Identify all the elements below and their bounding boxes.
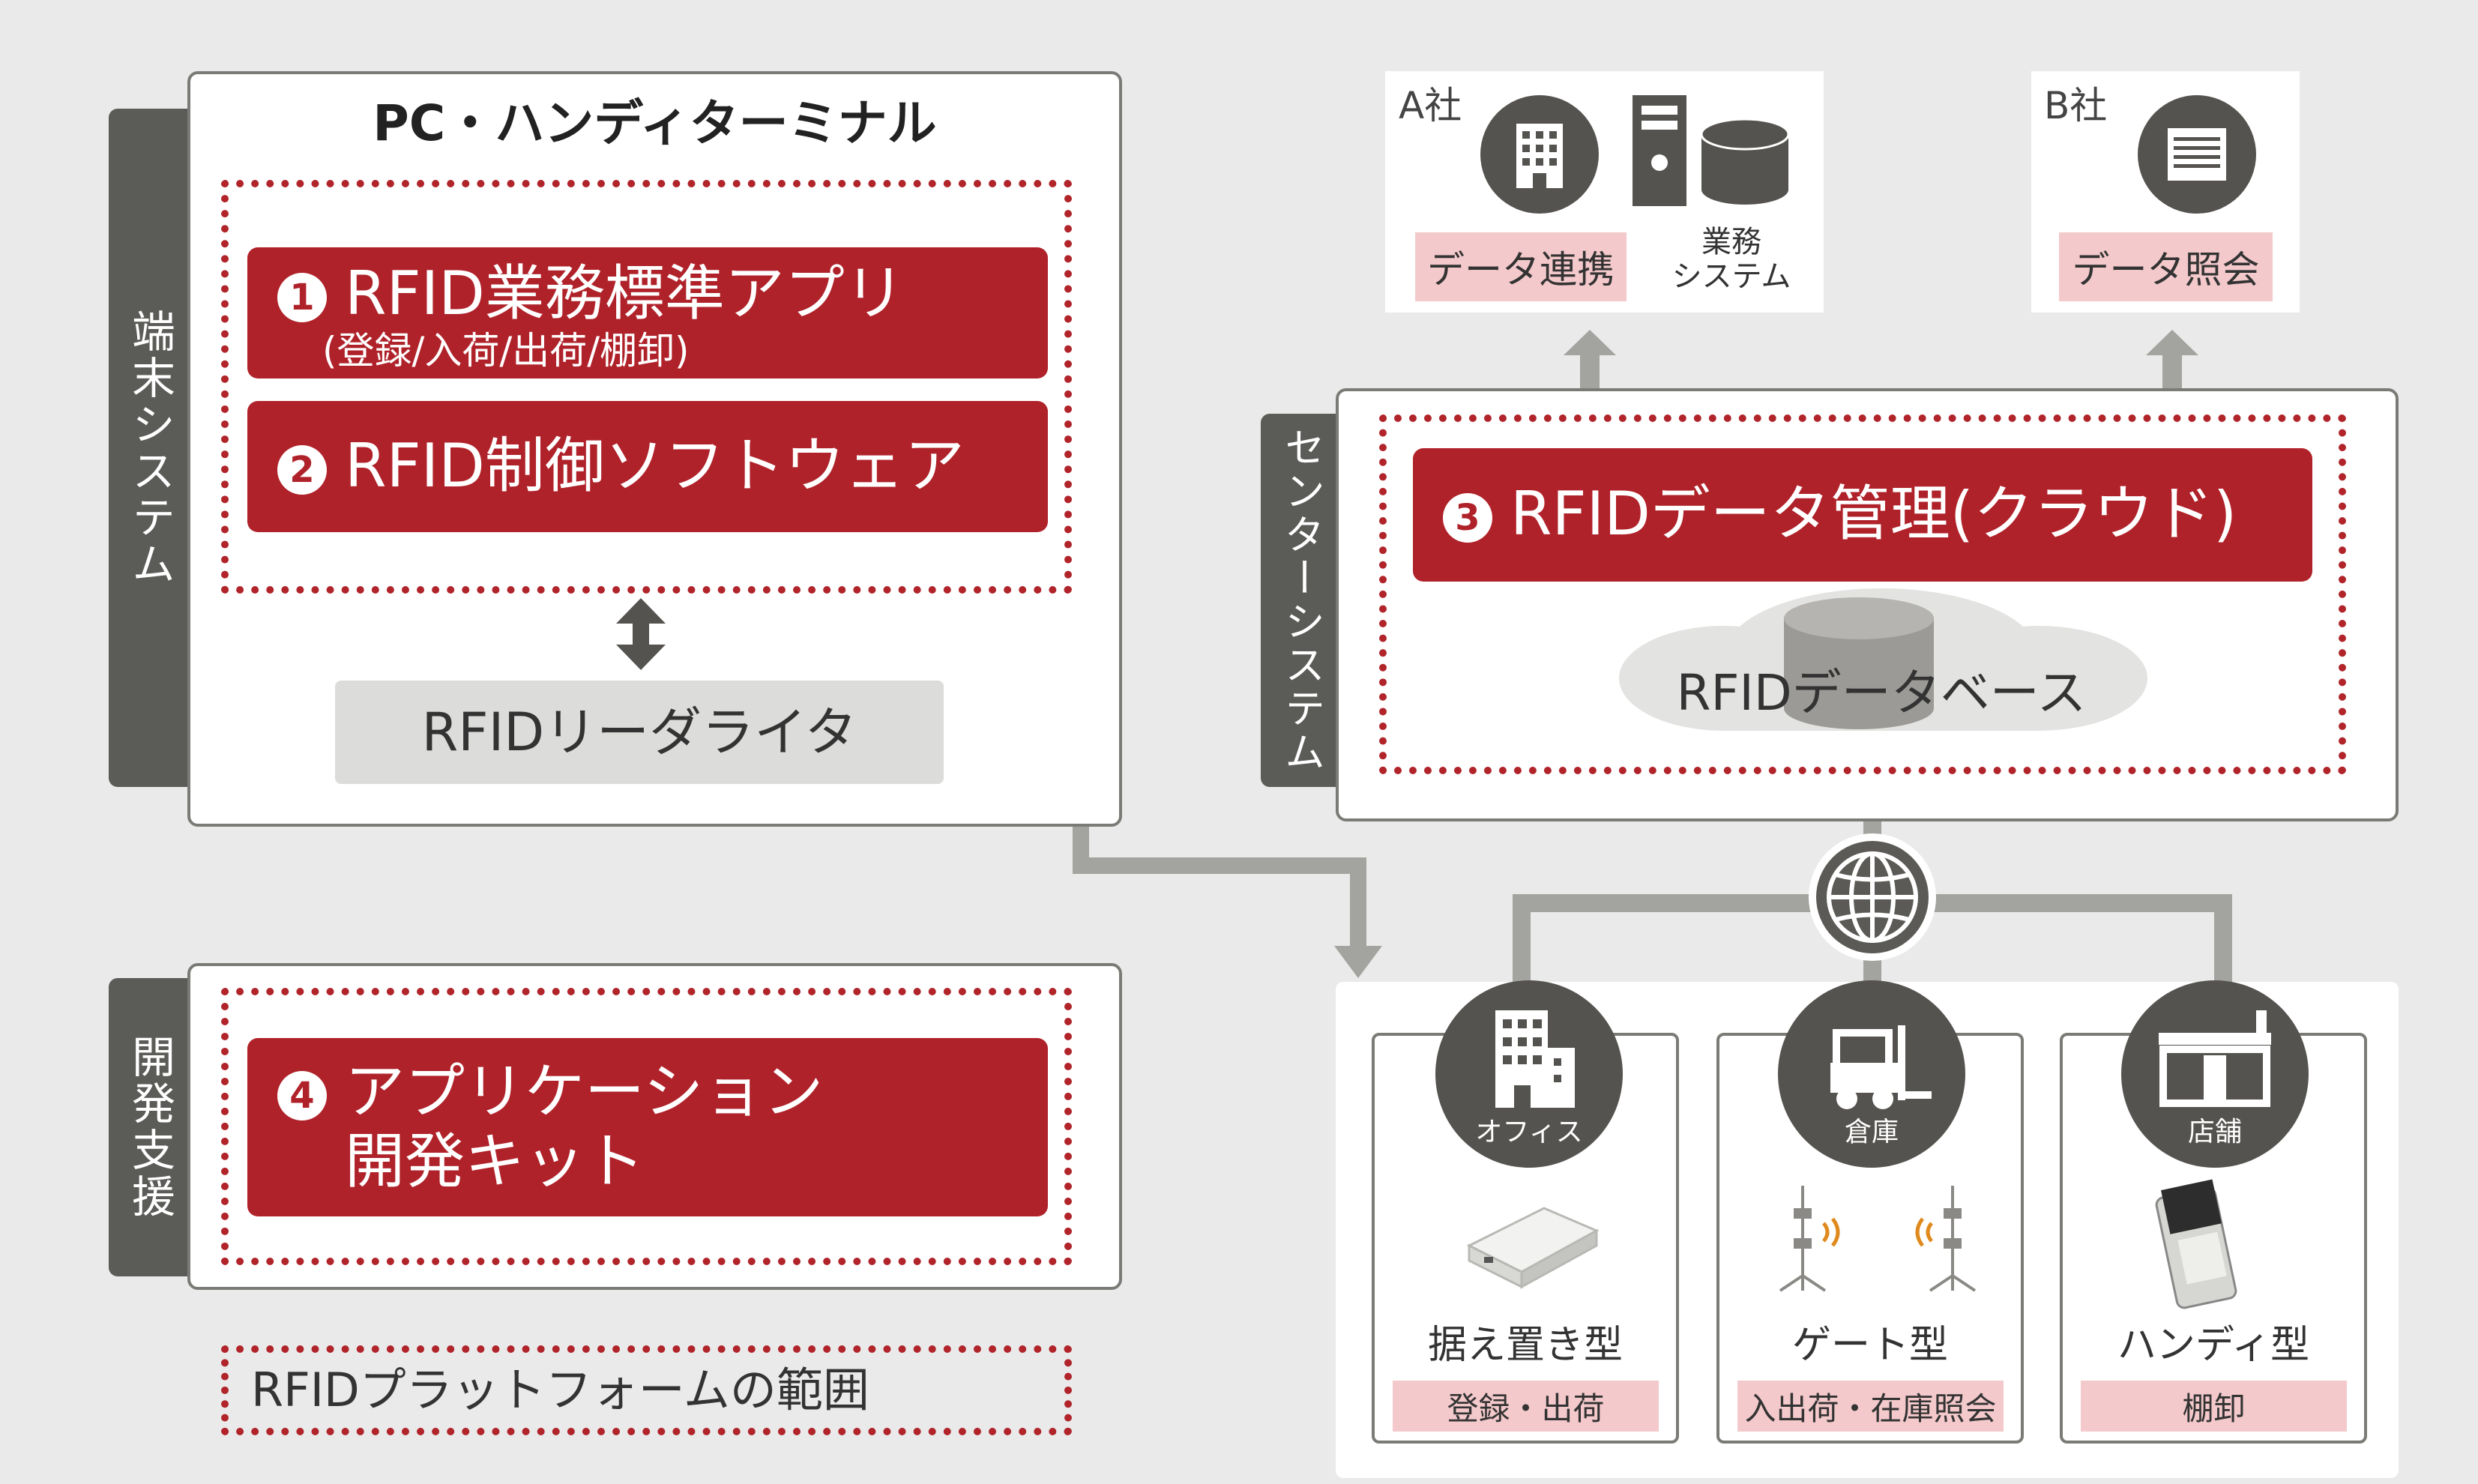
company-b-name: B社 bbox=[2044, 84, 2108, 127]
storefront-shutter-icon bbox=[2138, 95, 2256, 214]
server-database-icon bbox=[1633, 95, 1790, 206]
handy-type-label: ハンディ型 bbox=[2117, 1323, 2310, 1368]
app2-number-badge: 2 bbox=[277, 445, 327, 495]
terminal-to-sites-connector bbox=[1073, 787, 1366, 948]
terminal-title: PC・ハンディターミナル bbox=[373, 94, 937, 152]
store-icon: 店舗 bbox=[2121, 980, 2309, 1168]
legend-label: RFIDプラットフォームの範囲 bbox=[251, 1363, 869, 1417]
app1-title: RFID業務標準アプリ bbox=[345, 259, 905, 328]
app1-subtitle: (登録/入荷/出荷/棚卸) bbox=[322, 329, 690, 372]
store-label: 店舗 bbox=[2187, 1117, 2242, 1147]
rfid-database-label: RFIDデータベース bbox=[1676, 664, 2087, 722]
rfid-reader-writer: RFIDリーダライタ bbox=[335, 681, 944, 784]
fixed-type-label: 据え置き型 bbox=[1427, 1323, 1623, 1368]
cloud-data-mgmt-box: 3 RFIDデータ管理(クラウド) bbox=[1413, 448, 2312, 582]
fixed-usage-label: 登録・出荷 bbox=[1393, 1381, 1659, 1432]
app2-title: RFID制御ソフトウェア bbox=[345, 431, 965, 501]
office-building-icon: オフィス bbox=[1435, 980, 1623, 1168]
app1-number-badge: 1 bbox=[277, 273, 327, 323]
bidirectional-arrow-icon bbox=[616, 598, 666, 670]
dev-platform-scope bbox=[221, 988, 1072, 1265]
sdk-box: 4 アプリケーション 開発キット bbox=[247, 1038, 1048, 1216]
app2-box: 2 RFID制御ソフトウェア bbox=[247, 401, 1048, 532]
warehouse-label: 倉庫 bbox=[1844, 1117, 1899, 1147]
cloud-number-badge: 3 bbox=[1443, 493, 1492, 543]
arrow-to-a-head bbox=[1564, 330, 1616, 355]
business-system-line1: 業務 bbox=[1701, 225, 1761, 259]
center-platform-scope bbox=[1379, 414, 2346, 774]
arrow-to-b-head bbox=[2146, 330, 2198, 355]
handy-terminal-device-icon bbox=[2155, 1179, 2237, 1309]
legend-scope-sample bbox=[221, 1345, 1072, 1435]
fixed-reader-device-icon bbox=[1466, 1207, 1600, 1289]
cloud-title: RFIDデータ管理(クラウド) bbox=[1510, 479, 2237, 549]
globe-network-icon bbox=[1809, 833, 1936, 961]
terminal-side-label: 端末システム bbox=[124, 308, 175, 588]
app1-box: 1 RFID業務標準アプリ (登録/入荷/出荷/棚卸) bbox=[247, 247, 1048, 378]
forklift-icon: 倉庫 bbox=[1778, 980, 1965, 1168]
arrow-to-b-shaft bbox=[2162, 352, 2182, 391]
dev-side-label: 開発支援 bbox=[124, 1034, 175, 1220]
cloud-database-icon bbox=[1619, 588, 2147, 731]
handy-usage-label: 棚卸 bbox=[2081, 1381, 2347, 1432]
sdk-number-badge: 4 bbox=[277, 1071, 327, 1121]
building-icon bbox=[1480, 95, 1599, 214]
dev-side-tab: 開発支援 bbox=[109, 978, 191, 1276]
terminal-side-tab: 端末システム bbox=[109, 109, 191, 787]
connector-arrowhead bbox=[1334, 946, 1382, 978]
business-system-line2: システム bbox=[1671, 259, 1791, 294]
office-label: オフィス bbox=[1475, 1117, 1583, 1147]
data-sync-label: データ連携 bbox=[1415, 232, 1627, 301]
sdk-title-line2: 開発キット bbox=[345, 1126, 645, 1196]
terminal-platform-scope bbox=[221, 180, 1072, 594]
company-a-name: A社 bbox=[1399, 84, 1462, 127]
center-side-tab: センターシステム bbox=[1261, 414, 1342, 787]
arrow-to-a-shaft bbox=[1580, 352, 1600, 391]
gate-usage-label: 入出荷・在庫照会 bbox=[1737, 1381, 2004, 1432]
gate-type-label: ゲート型 bbox=[1791, 1323, 1948, 1368]
center-side-label: センターシステム bbox=[1277, 426, 1325, 774]
gate-antenna-icon bbox=[1779, 1186, 1977, 1292]
data-query-label: データ照会 bbox=[2059, 232, 2273, 301]
sdk-title-line1: アプリケーション bbox=[345, 1057, 824, 1126]
